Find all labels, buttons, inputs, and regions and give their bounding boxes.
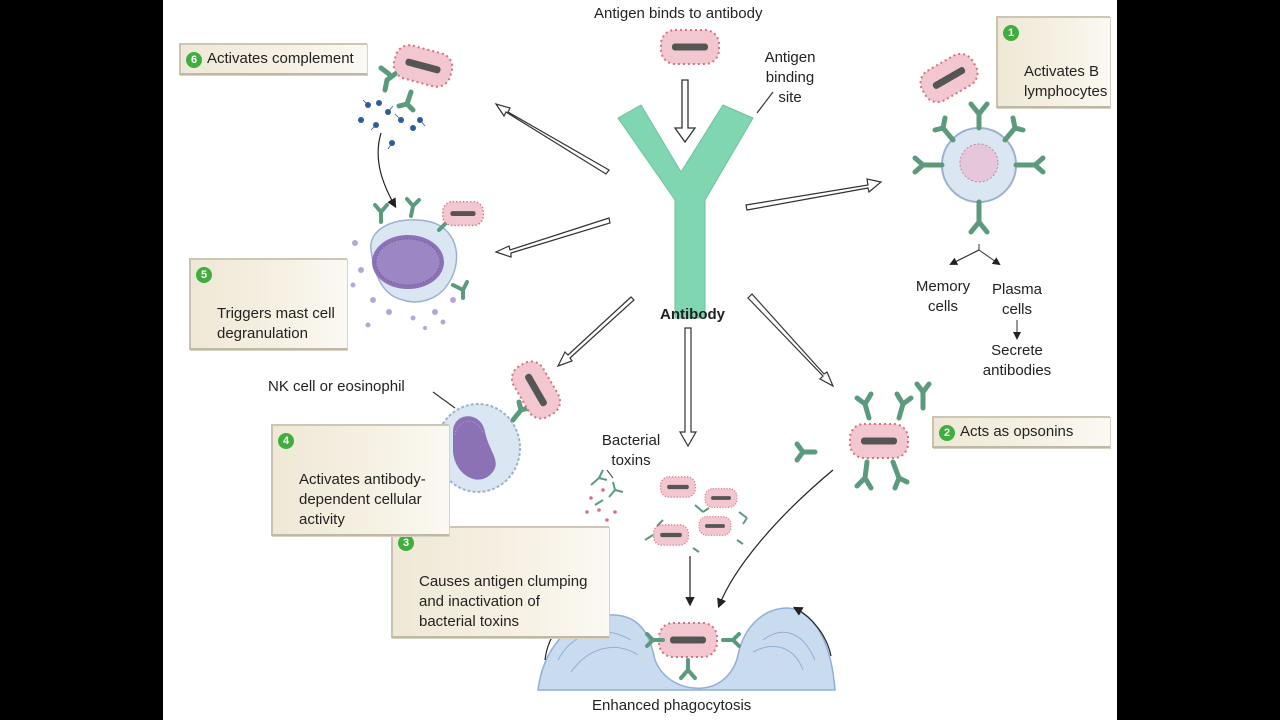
plasma-cells-label: Plasma cells xyxy=(991,281,1043,318)
badge-5: 5 xyxy=(196,267,212,283)
arrow-to-b-cell xyxy=(745,178,883,211)
function-arrows xyxy=(494,102,883,448)
phagocytosis-label: Enhanced phagocytosis xyxy=(592,697,752,714)
arrow-to-opsonins xyxy=(747,293,835,388)
function-text-2: Acts as opsonins xyxy=(960,423,1074,440)
binding-site-label: Antigen binding site xyxy=(764,49,816,106)
complement-illustration xyxy=(358,41,457,209)
binding-site-pointer xyxy=(756,91,774,114)
function-box-6: 6 Activates complement xyxy=(179,43,367,75)
function-box-3: 3 Causes antigen clumping and inactivati… xyxy=(391,526,609,638)
top-antigen-icon xyxy=(660,29,720,65)
function-text-5: Triggers mast cell degranulation xyxy=(217,305,335,342)
badge-1: 1 xyxy=(1003,25,1019,41)
function-text-6: Activates complement xyxy=(207,50,354,67)
badge-2: 2 xyxy=(939,425,955,441)
badge-6: 6 xyxy=(186,52,202,68)
badge-3: 3 xyxy=(398,535,414,551)
toxin-clump-illustration xyxy=(585,469,748,607)
antibody-icon xyxy=(617,104,754,319)
function-text-4: Activates antibody- dependent cellular a… xyxy=(299,471,426,528)
nk-cell-label: NK cell or eosinophil xyxy=(268,378,405,395)
arrow-to-mast-cell xyxy=(494,217,611,258)
bacterial-toxins-label: Bacterial toxins xyxy=(601,432,661,469)
function-box-1: 1 Activates B lymphocytes xyxy=(996,16,1110,108)
function-text-1: Activates B lymphocytes xyxy=(1024,63,1108,100)
diagram-graphics xyxy=(350,29,1046,691)
function-box-4: 4 Activates antibody- dependent cellular… xyxy=(271,424,449,536)
antibody-label: Antibody xyxy=(660,306,725,323)
opsonin-illustration xyxy=(717,381,932,609)
badge-4: 4 xyxy=(278,433,294,449)
function-box-5: 5 Triggers mast cell degranulation xyxy=(189,258,347,350)
down-arrow xyxy=(673,79,697,144)
top-label: Antigen binds to antibody xyxy=(594,5,763,22)
phagocyte-illustration xyxy=(537,606,836,691)
b-cell-illustration xyxy=(912,47,1046,340)
mast-cell-illustration xyxy=(350,197,484,330)
arrow-to-nk-cell xyxy=(556,296,635,368)
nk-cell-illustration xyxy=(432,355,567,493)
function-text-3: Causes antigen clumping and inactivation… xyxy=(419,573,588,630)
memory-cells-label: Memory cells xyxy=(915,278,971,315)
diagram-canvas: Antigen binds to antibody Antigen bindin… xyxy=(163,0,1117,720)
arrow-to-toxins xyxy=(678,327,698,448)
arrow-to-complement xyxy=(494,102,610,175)
secrete-antibodies-label: Secrete antibodies xyxy=(982,342,1052,379)
function-box-2: 2 Acts as opsonins xyxy=(932,416,1110,448)
